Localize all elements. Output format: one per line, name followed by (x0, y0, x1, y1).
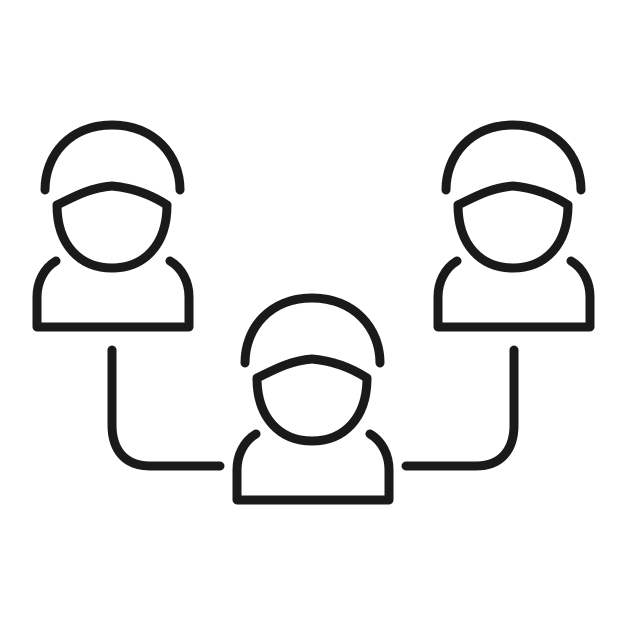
left-connector-line (107, 345, 225, 471)
person-center-icon (232, 293, 394, 505)
person-center-hair (240, 293, 385, 368)
right-connector-line (401, 345, 519, 471)
person-left-body (32, 256, 194, 332)
person-right-hair (441, 120, 586, 195)
person-left-icon (32, 120, 194, 332)
person-left-face (52, 181, 172, 273)
person-center-body (232, 429, 394, 505)
person-right-icon (433, 120, 595, 332)
person-left-hair (40, 120, 185, 195)
person-center-face (252, 354, 372, 446)
person-right-body (433, 256, 595, 332)
person-right-face (453, 181, 573, 273)
